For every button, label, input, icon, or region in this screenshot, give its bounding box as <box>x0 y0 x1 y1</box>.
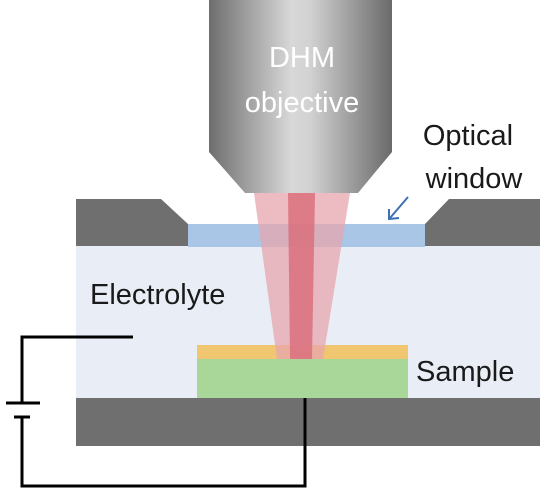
arrow-icon <box>388 196 409 221</box>
sample-label: Sample <box>416 356 514 388</box>
sample-layer <box>197 359 408 398</box>
electrolyte-label: Electrolyte <box>90 279 225 311</box>
circuit-wire-bottom <box>20 398 307 488</box>
housing-bottom <box>76 398 540 446</box>
battery-icon <box>6 401 40 419</box>
circuit-wire-top <box>20 335 133 403</box>
objective-label-line1: DHM <box>269 42 335 74</box>
housing-top-left <box>76 199 188 246</box>
window-label-line1: Optical <box>423 120 513 152</box>
light-beam-inner <box>288 193 315 359</box>
window-label-line2: window <box>425 163 524 195</box>
dhm-objective <box>209 0 392 193</box>
objective-label-line2: objective <box>245 87 359 119</box>
housing-top-right <box>425 199 540 246</box>
